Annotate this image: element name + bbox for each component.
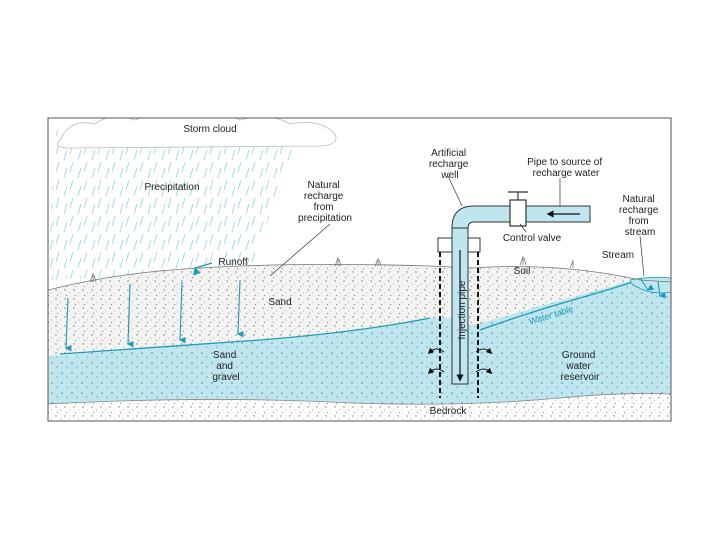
sand-label: Sand [268,297,291,308]
sand-gravel-label: Sand and gravel [212,350,239,383]
runoff-label: Runoff [218,257,248,268]
stream-label: Stream [602,250,634,261]
bedrock-label: Bedrock [430,406,468,417]
precipitation-label: Precipitation [144,182,199,193]
control-valve-label: Control valve [503,233,562,244]
soil-label: Soil [514,266,531,277]
injection-pipe-label: Injection pipe [457,280,468,339]
storm-cloud-label: Storm cloud [183,124,236,135]
pipe-source-label: Pipe to source of recharge water [527,157,605,179]
